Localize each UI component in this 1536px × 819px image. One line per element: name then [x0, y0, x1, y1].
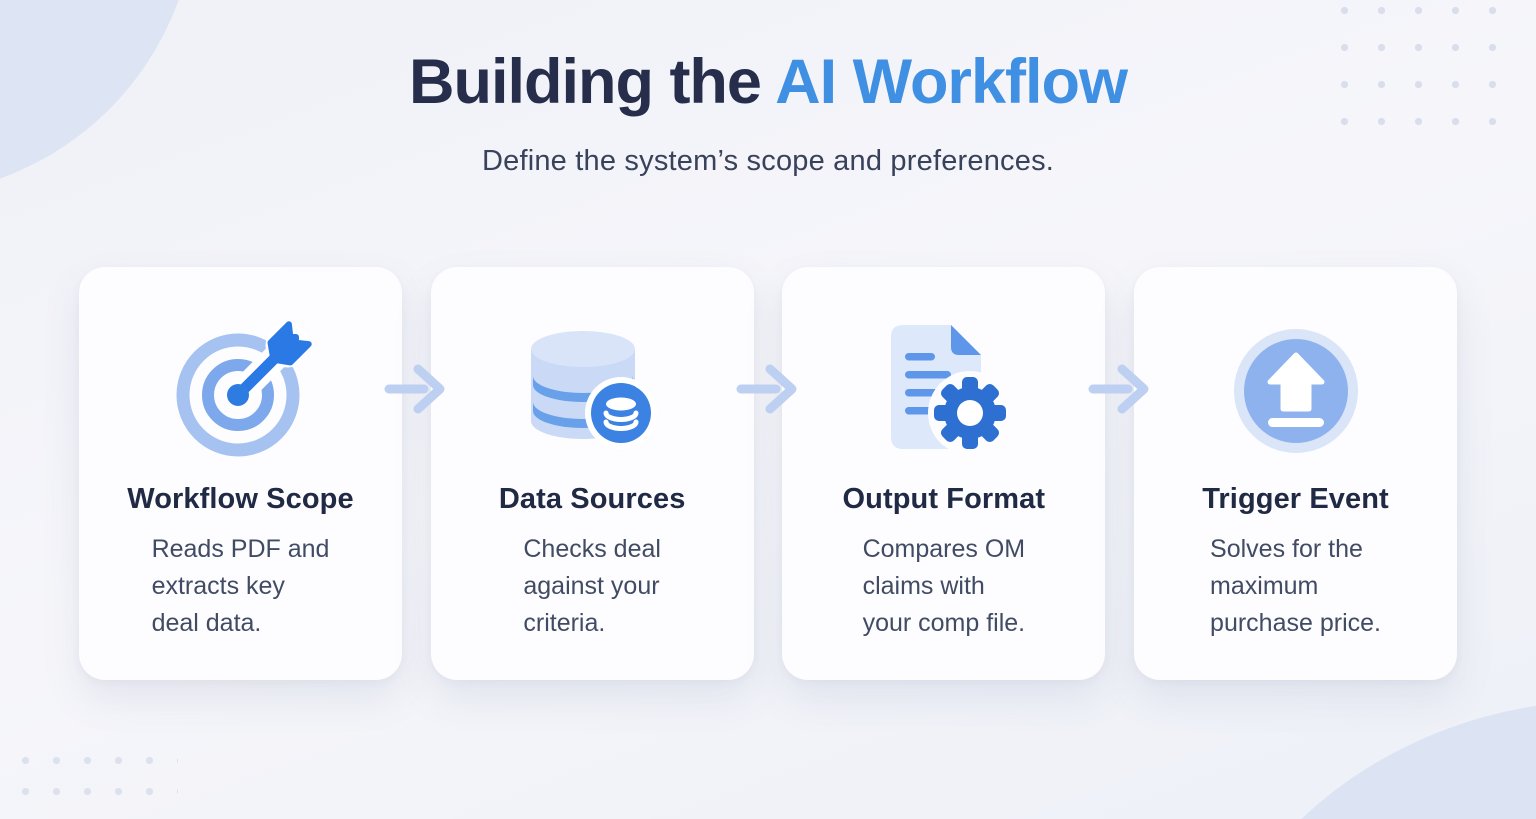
- card-title: Workflow Scope: [127, 483, 354, 515]
- arrow-right-icon: [736, 364, 797, 414]
- connector-3: [1088, 267, 1149, 680]
- card-description: Reads PDF and extracts key deal data.: [151, 535, 330, 637]
- page-title-accent: AI Workflow: [775, 47, 1128, 117]
- database-icon: [431, 321, 754, 461]
- card-title: Output Format: [842, 483, 1046, 515]
- card-title: Trigger Event: [1202, 483, 1389, 515]
- card-trigger-event: Trigger Event Solves for the maximum pur…: [1134, 267, 1458, 680]
- card-output-format: Output Format Compares OM claims with yo…: [782, 267, 1106, 680]
- background-blob-bottom-right: [1190, 700, 1536, 819]
- upload-arrow-icon: [1134, 321, 1457, 461]
- card-description: Solves for the maximum purchase price.: [1210, 535, 1381, 637]
- arrow-right-icon: [1088, 364, 1149, 414]
- card-description: Checks deal against your criteria.: [523, 535, 661, 637]
- arrow-right-icon: [384, 364, 445, 414]
- dot-grid-bottom-left: [10, 745, 178, 819]
- header: Building the AI Workflow Define the syst…: [0, 0, 1536, 178]
- document-gear-icon: [782, 321, 1105, 461]
- connector-2: [736, 267, 797, 680]
- connector-1: [384, 267, 445, 680]
- card-workflow-scope: Workflow Scope Reads PDF and extracts ke…: [79, 267, 402, 680]
- workflow-steps-row: Workflow Scope Reads PDF and extracts ke…: [79, 267, 1458, 680]
- card-data-sources: Data Sources Checks deal against your cr…: [430, 267, 754, 680]
- dot-grid-top-right: [1326, 0, 1516, 134]
- page-title-prefix: Building the: [409, 47, 776, 117]
- page-title: Building the AI Workflow: [0, 46, 1536, 118]
- target-dart-icon: [79, 321, 402, 461]
- card-description: Compares OM claims with your comp file.: [862, 535, 1026, 637]
- page-subtitle: Define the system’s scope and preference…: [481, 145, 1055, 178]
- card-title: Data Sources: [498, 483, 686, 515]
